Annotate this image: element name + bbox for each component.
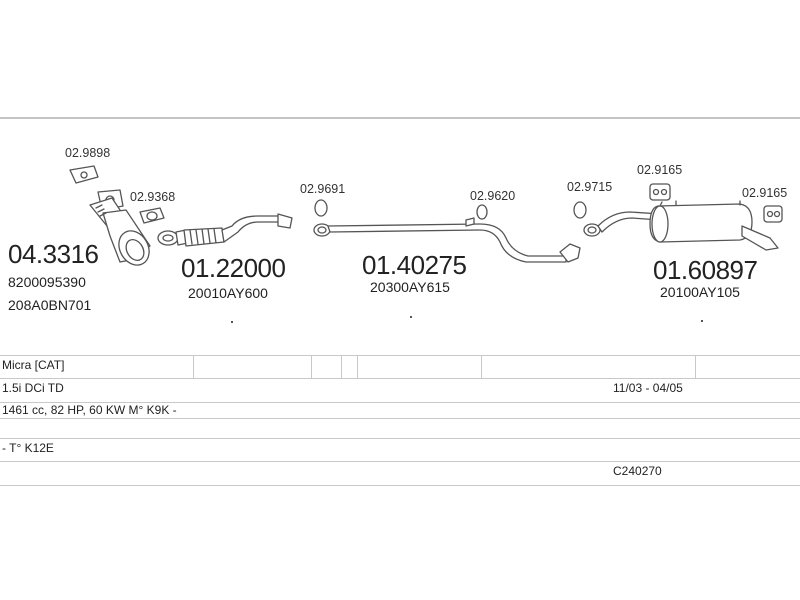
specs-text: 1461 cc, 82 HP, 60 KW M° K9K - [2, 403, 177, 417]
catalyst-oem-2: 208A0BN701 [8, 297, 92, 313]
table-row: 1461 cc, 82 HP, 60 KW M° K9K - [0, 402, 800, 418]
middle-pipe-icon [313, 217, 581, 263]
hanger-029165-a-icon [649, 183, 671, 201]
catalyst-icon [89, 189, 151, 266]
part-code-029898[interactable]: 02.9898 [65, 146, 111, 160]
rear-silencer-icon [583, 200, 779, 251]
front-pipe-number[interactable]: 01.22000 [181, 253, 286, 283]
model-text: Micra [CAT] [2, 358, 65, 372]
gasket-029898-icon [69, 165, 99, 184]
engine-text: 1.5i DCi TD [2, 381, 64, 395]
table-divider [357, 355, 358, 378]
part-code-029715[interactable]: 02.9715 [567, 180, 613, 194]
rear-silencer-number[interactable]: 01.60897 [653, 255, 758, 285]
table-rule [0, 485, 800, 486]
marker-dot [410, 316, 412, 318]
exhaust-diagram [69, 165, 783, 266]
type-text: - T° K12E [2, 441, 54, 455]
ring-029715-icon [573, 201, 587, 219]
table-rule [0, 438, 800, 439]
table-rule [0, 461, 800, 462]
part-code-029165-b[interactable]: 02.9165 [742, 186, 788, 200]
table-divider [481, 355, 482, 378]
years-text: 11/03 - 04/05 [613, 381, 683, 395]
marker-dot [231, 321, 233, 323]
middle-pipe-number[interactable]: 01.40275 [362, 250, 467, 280]
part-code-029368[interactable]: 02.9368 [130, 190, 176, 204]
table-rule [0, 402, 800, 403]
table-row: C240270 [0, 461, 800, 485]
gasket-029368-icon [139, 207, 165, 224]
table-rule [0, 355, 800, 356]
front-pipe-oem: 20010AY600 [188, 285, 268, 301]
table-rule [0, 418, 800, 419]
table-divider [695, 355, 696, 378]
table-rule [0, 378, 800, 379]
front-pipe-icon [157, 213, 293, 247]
catalyst-oem-1: 8200095390 [8, 274, 86, 290]
ref-text: C240270 [613, 464, 662, 478]
table-divider [311, 355, 312, 378]
table-divider [341, 355, 342, 378]
table-row: Micra [CAT] [0, 355, 800, 378]
catalyst-number[interactable]: 04.3316 [8, 239, 99, 269]
part-code-029620[interactable]: 02.9620 [470, 189, 516, 203]
middle-pipe-oem: 20300AY615 [370, 279, 450, 295]
part-code-029165-a[interactable]: 02.9165 [637, 163, 683, 177]
top-frame-line [0, 117, 800, 119]
table-divider [193, 355, 194, 378]
rear-silencer-oem: 20100AY105 [660, 284, 740, 300]
ring-029691-icon [314, 199, 328, 217]
ring-029620-icon [476, 204, 488, 220]
table-row: 1.5i DCi TD 11/03 - 04/05 [0, 378, 800, 402]
hanger-029165-b-icon [763, 205, 783, 223]
table-row: - T° K12E [0, 438, 800, 461]
part-code-029691[interactable]: 02.9691 [300, 182, 346, 196]
marker-dot [701, 320, 703, 322]
